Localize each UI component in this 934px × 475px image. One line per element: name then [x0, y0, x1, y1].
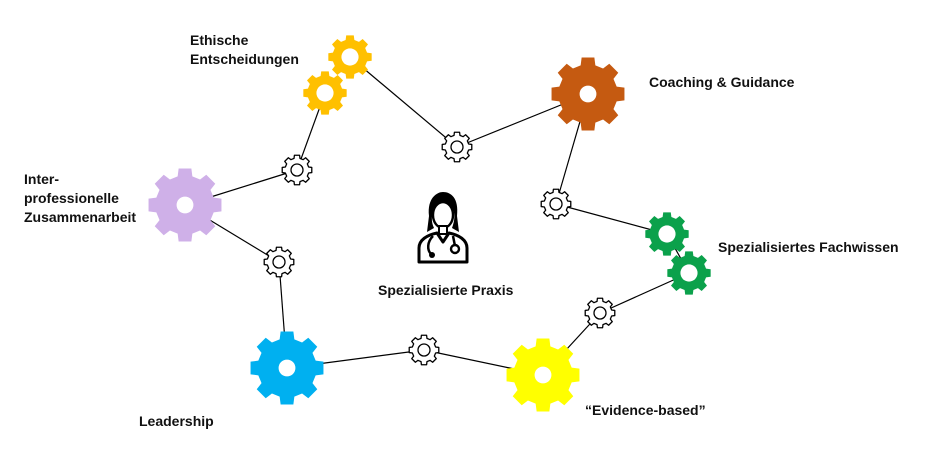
connector-gear: [540, 188, 572, 220]
specialized-knowledge-gear-top: [645, 212, 689, 256]
gear-hole: [341, 48, 359, 66]
interprofessional-gear: [148, 168, 222, 242]
specialized-knowledge-gear-bottom: [667, 251, 711, 295]
ethics-gear-bottom: [303, 71, 347, 115]
connector-gear: [441, 131, 473, 163]
outline-gear-hole: [549, 197, 563, 211]
ethics-gear-top: [328, 35, 372, 79]
connector-gear: [281, 154, 313, 186]
outline-gear-hole: [593, 306, 607, 320]
outline-gear-hole: [450, 140, 464, 154]
interprofessional-label: Inter- professionelle Zusammenarbeit: [24, 171, 137, 225]
gear-hole: [579, 85, 597, 103]
center-label: Spezialisierte Praxis: [378, 282, 514, 298]
connector-line: [349, 56, 458, 148]
gear-hole: [680, 264, 698, 282]
leadership-label: Leadership: [139, 413, 214, 429]
gear-hole: [658, 225, 676, 243]
outline-gear-hole: [417, 343, 431, 357]
connector-gear: [584, 297, 616, 329]
connector-gear: [408, 334, 440, 366]
coaching-gear: [551, 57, 625, 131]
coaching-label: Coaching & Guidance: [649, 74, 795, 90]
gear-hole: [278, 359, 296, 377]
doctor-icon: [417, 192, 469, 264]
gear-hole: [534, 366, 552, 384]
gear-hole: [176, 196, 194, 214]
outline-gear-hole: [272, 255, 286, 269]
evidence-gear: [506, 338, 580, 412]
evidence-label: “Evidence-based”: [585, 402, 706, 418]
specialized-knowledge-label: Spezialisiertes Fachwissen: [718, 239, 899, 255]
ethics-label: Ethische Entscheidungen: [190, 32, 299, 67]
connector-line: [555, 203, 668, 235]
gear-hole: [316, 84, 334, 102]
outline-gear-hole: [290, 163, 304, 177]
connector-gear: [263, 246, 295, 278]
leadership-gear: [250, 331, 324, 405]
